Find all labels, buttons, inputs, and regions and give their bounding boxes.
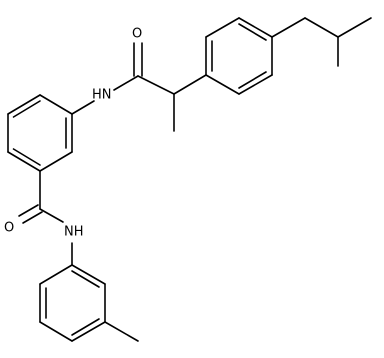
chain-bond: [304, 17, 339, 38]
ring-bond: [71, 264, 106, 285]
ring-bond: [39, 94, 73, 115]
ring-inner-double-bond: [71, 318, 100, 336]
ring-bond: [39, 321, 73, 342]
ring-bond: [238, 74, 273, 95]
ring-bond: [238, 17, 273, 38]
amide-nh-label-top: HN: [92, 88, 112, 103]
ring-bond: [39, 151, 73, 172]
ring-bond: [205, 17, 240, 38]
ring-bond: [7, 94, 41, 115]
tolyl-benzene-ring: [39, 264, 139, 342]
upper-amide-linkage: [71, 42, 207, 132]
ring-bond: [7, 151, 41, 172]
aryl-benzene-ring: [205, 17, 273, 95]
ch-to-ring-bond: [173, 74, 207, 95]
lower-amide-linkage: [18, 170, 73, 266]
ring-bond: [39, 264, 73, 285]
chain-bond: [271, 17, 306, 38]
ring-inner-double-bond: [71, 270, 100, 288]
isobutyl-chain: [271, 17, 372, 67]
carbonyl-double-bond: [18, 204, 39, 217]
methyl-bond: [104, 321, 139, 342]
chain-bond: [337, 17, 372, 38]
carbonyl-oxygen-label-bottom: O: [4, 221, 14, 236]
nh-to-carbonyl-bond: [113, 75, 139, 91]
carbonyl-to-ch-bond: [137, 75, 175, 95]
central-benzene-ring: [7, 94, 73, 172]
ring-inner-double-bond: [12, 148, 41, 166]
amide-nh-label-bottom: NH: [64, 225, 84, 240]
ring-inner-double-bond: [12, 100, 41, 118]
carbonyl-to-nh-bond: [39, 208, 64, 223]
ring-inner-double-bond: [238, 71, 267, 89]
carbonyl-oxygen-label-top: O: [132, 27, 142, 42]
ring-inner-double-bond: [238, 23, 267, 41]
ring-bond: [71, 321, 106, 342]
ring-bond: [205, 74, 240, 95]
ring-to-nh-bond: [71, 100, 95, 115]
carbonyl-double-bond: [22, 211, 43, 224]
